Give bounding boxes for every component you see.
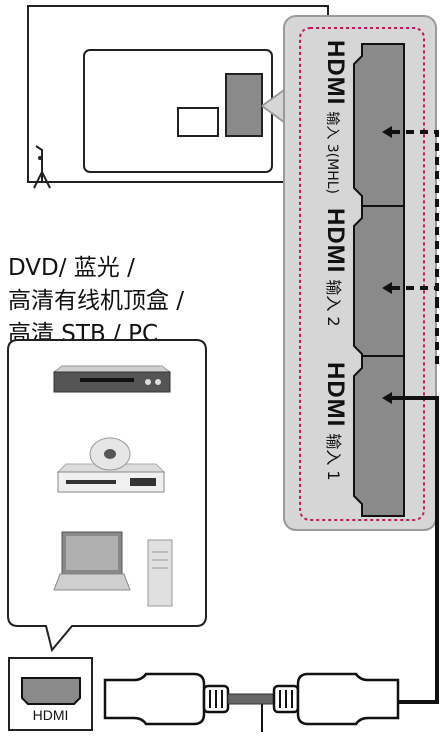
source-hdmi-port-connector (21, 677, 81, 705)
dashed-connection-port-3 (382, 126, 439, 300)
solid-connection-port-1 (382, 392, 439, 704)
port-panel-dashed-outline (299, 27, 425, 521)
bluray-player-icon (56, 437, 166, 493)
source-hdmi-label: HDMI (32, 707, 69, 723)
device-label-line-2: 高清有线机顶盒 / (8, 288, 185, 314)
hdmi-cable-middle (227, 693, 275, 705)
hdmi-port-3-connector (353, 43, 405, 209)
device-label-line-1: DVD/ 蓝光 / (8, 255, 135, 281)
hdmi-cable-left-plug (103, 672, 230, 726)
tv-vent-outline (177, 107, 219, 137)
tv-stand (33, 145, 51, 189)
hdmi-cable-right-plug (272, 672, 400, 726)
dashed-connection-port-2 (382, 282, 439, 370)
pc-icon (53, 531, 173, 607)
dvd-player-icon (52, 365, 172, 393)
hdmi-port-2-connector (353, 205, 405, 367)
